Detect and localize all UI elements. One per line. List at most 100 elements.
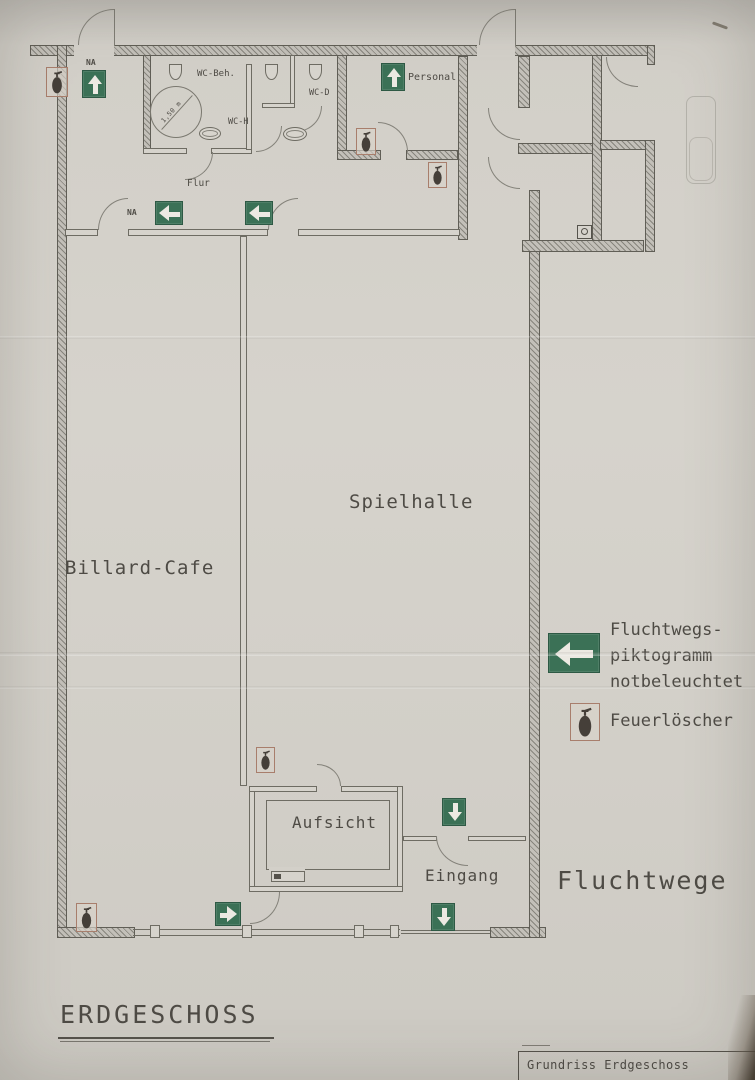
wall-wc-right [337, 55, 347, 155]
wall-flur-bottom-b [128, 229, 268, 236]
room-label-wc-beh: WC-Beh. [197, 69, 235, 79]
wall-wc-divider-3 [262, 103, 295, 108]
floor-title: ERDGESCHOSS [60, 1000, 259, 1029]
door-arc-exit-top-right [479, 9, 515, 45]
wall-wcbeh-bottom-b [211, 148, 252, 154]
paper-crease [0, 336, 755, 339]
door-arc-hall-bottom [250, 892, 280, 924]
photo-mark-top-right [711, 21, 729, 30]
wall-flur-bottom-a [65, 229, 98, 236]
legend-fire-extinguisher-icon [570, 703, 600, 741]
wall-bottom-right-corner [490, 927, 546, 938]
na-exit-flur-label: NA [127, 208, 137, 217]
wall-upper-right-room-bottom [518, 143, 602, 154]
wall-right-top-outer [592, 55, 602, 252]
wall-topright-bottom [522, 240, 644, 252]
urinal-icon [265, 64, 278, 80]
wall-wc-divider-2 [290, 55, 295, 105]
escape-arrow-up-icon [82, 70, 106, 98]
faint-fixture [686, 96, 716, 184]
door-arc-corridor-upper [488, 108, 520, 140]
entrance-wall-b [468, 836, 526, 841]
booth-wall-bottom [249, 886, 403, 892]
door-arc-wc-h [256, 126, 282, 152]
escape-arrow-left-icon [155, 201, 183, 225]
room-label-spielhalle: Spielhalle [349, 491, 474, 513]
room-label-wc-d: WC-D [309, 88, 330, 98]
booth-wall-left [249, 786, 255, 892]
fire-extinguisher-icon [356, 128, 376, 155]
escape-arrow-down-icon [442, 798, 466, 826]
door-arc-exit-top-left [78, 9, 114, 45]
room-label-eingang: Eingang [425, 866, 500, 885]
door-opening-top-left [74, 44, 114, 57]
window-mullion [390, 925, 399, 938]
title-block-label: Grundriss Erdgeschoss [527, 1058, 690, 1072]
turning-circle-label: 1,50 m [159, 99, 184, 125]
wall-right-main [529, 190, 540, 938]
wall-wcbeh-bottom-a [143, 148, 187, 154]
fire-extinguisher-icon [46, 67, 68, 97]
urinal-icon [169, 64, 182, 80]
booth-desk [271, 871, 305, 882]
window-mullion [150, 925, 160, 938]
booth-counter [266, 800, 390, 870]
wall-upper-right-room-left [518, 56, 530, 108]
room-label-billard-cafe: Billard-Cafe [65, 557, 215, 579]
room-label-flur: Flur [187, 178, 210, 189]
wall-corridor-left [458, 56, 468, 240]
wall-wc-divider-1 [246, 64, 252, 150]
window-marker-dot [581, 228, 588, 235]
door-opening-top-right [477, 44, 515, 57]
door-leaf-exit-top-left [114, 9, 115, 46]
wall-hall-divider [240, 236, 247, 786]
booth-counter-opening [269, 867, 305, 872]
escape-arrow-right-icon [215, 902, 241, 926]
floor-title-underline [58, 1037, 274, 1039]
wall-far-right-top [600, 140, 650, 150]
fire-extinguisher-icon [428, 162, 447, 188]
legend-escape-arrow-icon [548, 633, 600, 673]
window-mullion [354, 925, 364, 938]
turning-circle: 1,50 m [150, 86, 202, 138]
wall-far-right [645, 140, 655, 252]
urinal-icon [309, 64, 322, 80]
legend-escape-sign-label: Fluchtwegs- piktogramm notbeleuchtet [610, 620, 744, 692]
room-label-personal: Personal [408, 72, 457, 83]
wall-personal-bottom-b [406, 150, 458, 160]
door-arc-corridor-lower [488, 157, 520, 189]
window-mullion [242, 925, 252, 938]
plan-heading: Fluchtwege [557, 866, 728, 895]
booth-wall-top-b [341, 786, 403, 792]
legend-fire-extinguisher-label: Feuerlöscher [610, 711, 733, 731]
booth-desk-detail [274, 874, 281, 879]
booth-wall-top-a [249, 786, 317, 792]
fire-extinguisher-icon [76, 903, 97, 932]
wall-top-end-stub [647, 45, 655, 65]
wall-wc-left [143, 55, 151, 153]
washbasin-icon [199, 127, 221, 140]
door-arc-far-right-room [606, 57, 638, 87]
floor-title-underline-2 [60, 1041, 270, 1042]
door-arc-personal [378, 122, 408, 152]
title-block-box [518, 1051, 755, 1080]
door-arc-flur-left [98, 198, 128, 230]
window-marker-right [577, 225, 592, 239]
door-arc-wcbeh [185, 152, 213, 180]
wall-left [57, 45, 67, 938]
escape-arrow-up-icon [381, 63, 405, 91]
window-band-bottom [133, 929, 400, 936]
escape-arrow-down-icon [431, 903, 455, 931]
washbasin-icon [283, 127, 307, 141]
entrance-wall-a [403, 836, 437, 841]
escape-arrow-left-icon [245, 201, 273, 225]
room-label-wc-h: WC-H [228, 117, 249, 127]
room-label-aufsicht: Aufsicht [292, 813, 378, 832]
door-leaf-exit-top-right [515, 9, 516, 46]
wall-flur-bottom-c [298, 229, 460, 236]
door-arc-entrance-inner [436, 836, 468, 866]
fire-extinguisher-icon [256, 747, 275, 773]
photo-edge-shadow [728, 995, 755, 1080]
